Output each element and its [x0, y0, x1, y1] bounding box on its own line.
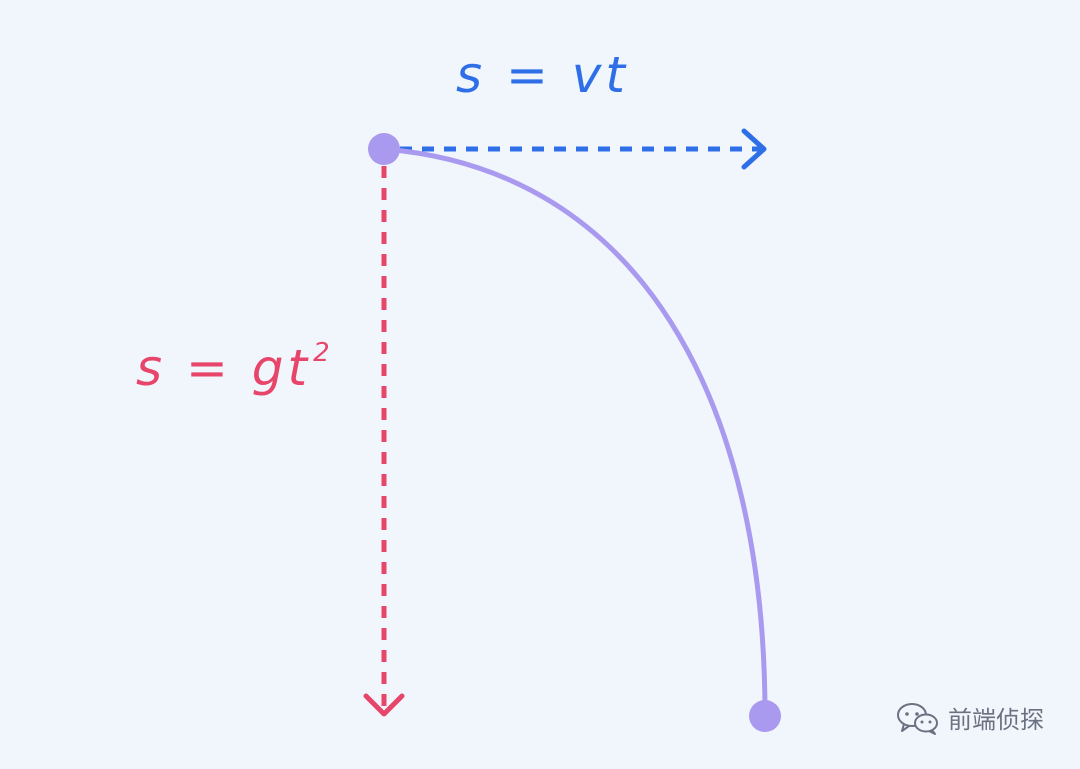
end-point: [749, 700, 781, 732]
vertical-formula-exponent: 2: [313, 338, 334, 368]
wechat-icon: [897, 702, 938, 735]
vertical-formula-base: s = gt: [136, 339, 312, 397]
trajectory-curve: [381, 146, 768, 718]
vertical-formula-label: s = gt2: [136, 340, 334, 393]
vertical-arrowhead: [363, 693, 405, 717]
watermark: 前端侦探: [896, 700, 1044, 735]
watermark-text: 前端侦探: [948, 706, 1044, 734]
start-point: [368, 133, 400, 165]
horizontal-arrowhead: [741, 128, 767, 170]
horizontal-formula-label: s = vt: [456, 46, 629, 104]
